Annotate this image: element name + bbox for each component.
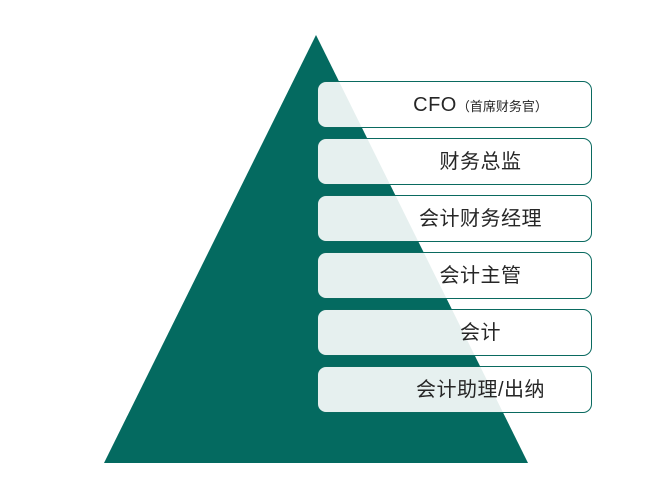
pyramid-level-1[interactable]: CFO（首席财务官）: [317, 81, 592, 128]
pyramid-level-1-subtitle: （首席财务官）: [456, 98, 548, 114]
pyramid-level-3[interactable]: 会计财务经理: [317, 195, 592, 242]
pyramid-level-4[interactable]: 会计主管: [317, 252, 592, 299]
pyramid-level-1-label: CFO（首席财务官）: [413, 95, 548, 115]
pyramid-level-6-label: 会计助理/出纳: [415, 378, 546, 401]
pyramid-level-4-label: 会计主管: [439, 264, 522, 287]
pyramid-level-2[interactable]: 财务总监: [317, 138, 592, 185]
pyramid-level-5[interactable]: 会计: [317, 309, 592, 356]
pyramid-level-6[interactable]: 会计助理/出纳: [317, 366, 592, 413]
pyramid-level-1-title: CFO: [413, 93, 457, 116]
pyramid-level-5-label: 会计: [460, 321, 501, 344]
pyramid-triangle: [104, 35, 528, 463]
pyramid-level-2-label: 财务总监: [439, 150, 522, 173]
pyramid-level-3-label: 会计财务经理: [419, 207, 542, 230]
